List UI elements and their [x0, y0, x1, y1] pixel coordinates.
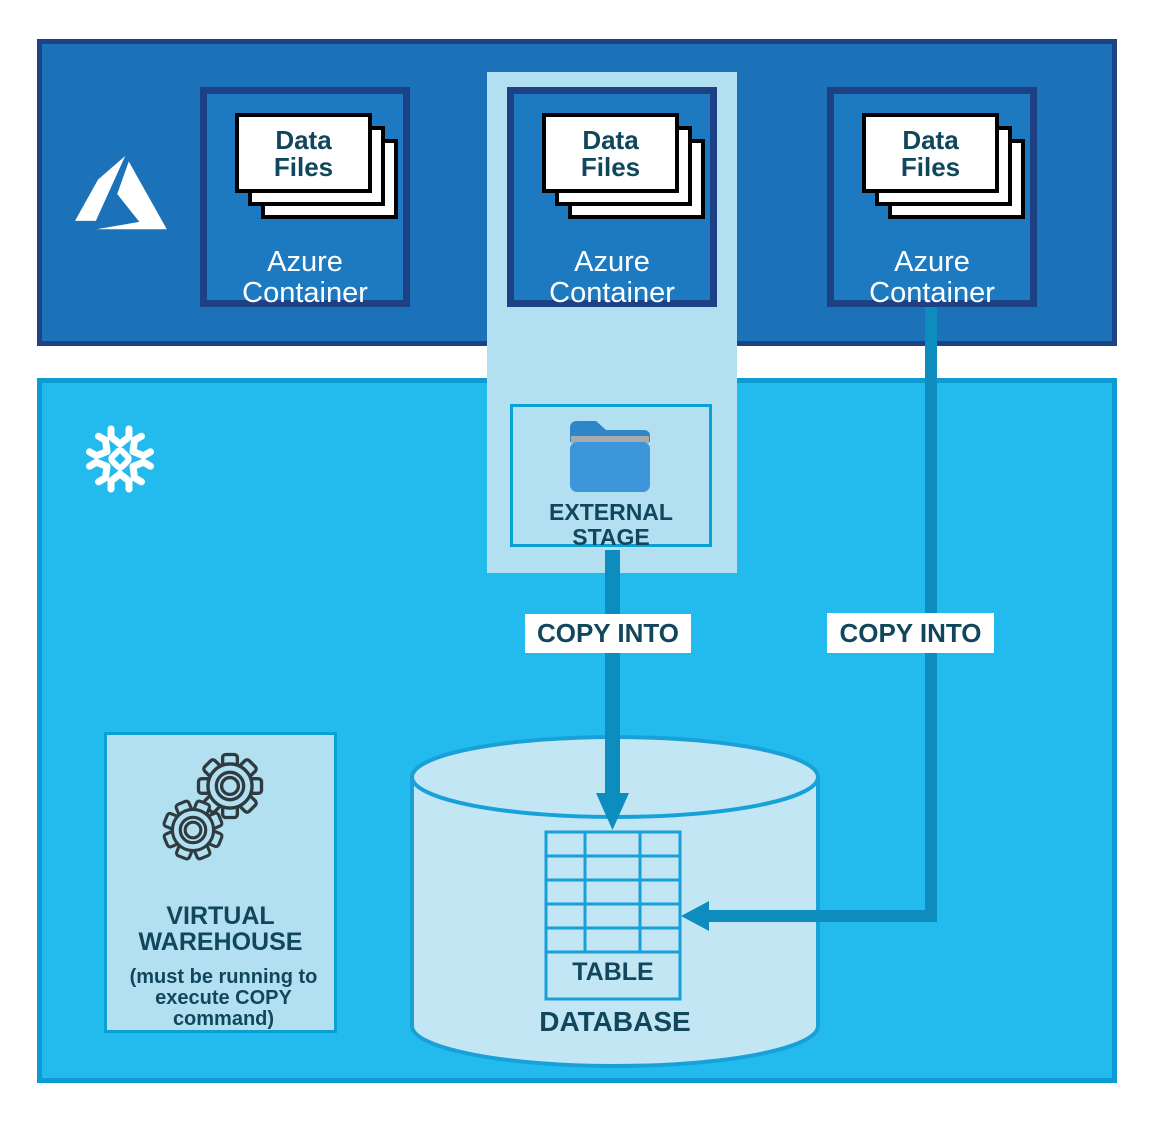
table-label: TABLE: [572, 958, 654, 986]
azure-container-1: Data Files Azure Container: [200, 87, 410, 310]
data-files-label: Data Files: [273, 125, 334, 183]
stacked-documents-icon: Data Files: [235, 113, 372, 193]
stacked-documents-icon: Data Files: [862, 113, 999, 193]
azure-container-label: Azure Container: [242, 246, 368, 310]
data-files-label: Data Files: [580, 125, 641, 183]
external-stage-box: EXTERNAL STAGE: [510, 404, 712, 550]
virtual-warehouse-title: VIRTUAL WAREHOUSE: [138, 902, 303, 957]
virtual-warehouse-note: (must be running to execute COPY command…: [129, 966, 318, 1031]
azure-container-3: Data Files Azure Container: [827, 87, 1037, 310]
stacked-documents-icon: Data Files: [542, 113, 679, 193]
virtual-warehouse-box: VIRTUAL WAREHOUSE (must be running to ex…: [104, 732, 337, 1033]
copy-into-label-right: COPY INTO: [827, 613, 994, 653]
external-stage-label: EXTERNAL STAGE: [549, 499, 673, 551]
azure-container-label: Azure Container: [549, 246, 675, 310]
database-label: DATABASE: [539, 1006, 691, 1037]
azure-container-2: Data Files Azure Container: [507, 87, 717, 310]
azure-container-label: Azure Container: [869, 246, 995, 310]
data-files-label: Data Files: [900, 125, 961, 183]
copy-into-label-left: COPY INTO: [525, 614, 691, 653]
